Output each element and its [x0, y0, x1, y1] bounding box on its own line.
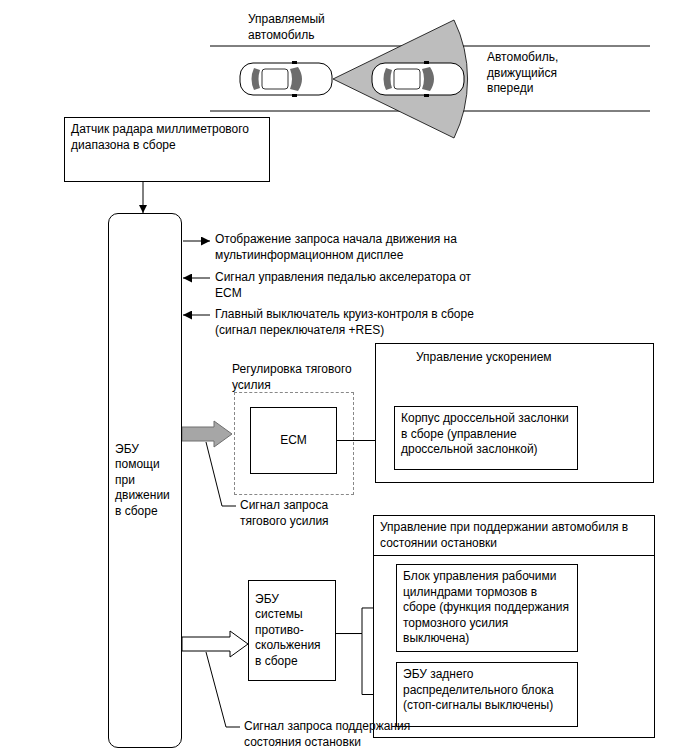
signal-arrow — [183, 241, 210, 242]
ecu-box: ЭБУ системы противо-скольжения в сборе — [248, 580, 336, 681]
control-group: Управление при поддержании автомобиля в … — [373, 515, 655, 738]
component-box: Блок управления рабочими цилиндрами торм… — [396, 564, 578, 652]
node-text: ЭБУ заднего распределительного блока (ст… — [397, 663, 577, 718]
signal-block-arrow — [182, 631, 248, 657]
signal-label: Главный выключатель круиз-контроля в сбо… — [215, 307, 500, 338]
signal-label: Отображение запроса начала движения на м… — [215, 232, 500, 263]
signal-note: Сигнал запроса тягового усилия — [240, 498, 360, 529]
group-heading: Управление при поддержании автомобиля в … — [374, 516, 654, 556]
vehicle-label: Автомобиль, движущийся впереди — [487, 50, 597, 97]
connector-arrow — [143, 182, 144, 213]
signal-note: Сигнал запроса поддержания состояния ост… — [244, 719, 424, 750]
vehicle-label: Управляемый автомобиль — [248, 12, 358, 43]
signal-arrow — [183, 315, 210, 316]
signal-arrow — [183, 278, 210, 279]
node-text: Блок управления рабочими цилиндрами торм… — [397, 565, 577, 651]
signal-block-arrow — [182, 421, 232, 447]
ecu-column: ЭБУ помощи при движении в сборе — [108, 213, 182, 748]
leader-line — [206, 442, 236, 506]
node-text: Корпус дроссельной заслонки в сборе (упр… — [395, 407, 577, 462]
node-text: Датчик радара миллиметрового диапазона в… — [65, 118, 269, 157]
control-group: Управление ускорениемКорпус дроссельной … — [375, 343, 654, 483]
component-box: ЭБУ заднего распределительного блока (ст… — [396, 662, 578, 727]
dashed-group: Регулировка тягового усилияECM — [232, 362, 354, 495]
group-heading: Управление ускорением — [376, 344, 653, 372]
component-box: Датчик радара миллиметрового диапазона в… — [64, 117, 270, 182]
leader-line — [206, 652, 240, 727]
node-text: ЭБУ помощи при движении в сборе — [109, 438, 181, 524]
ecm-box: ECM — [250, 407, 337, 474]
component-box: Корпус дроссельной заслонки в сборе (упр… — [394, 406, 578, 470]
car-ahead — [372, 61, 464, 97]
node-text: ECM — [251, 429, 336, 453]
node-text: ЭБУ системы противо-скольжения в сборе — [249, 588, 335, 674]
group-heading: Регулировка тягового усилия — [232, 362, 354, 393]
signal-label: Сигнал управления педалью акселератора о… — [215, 270, 485, 301]
radar-cone — [333, 20, 468, 138]
own-car — [240, 61, 332, 97]
